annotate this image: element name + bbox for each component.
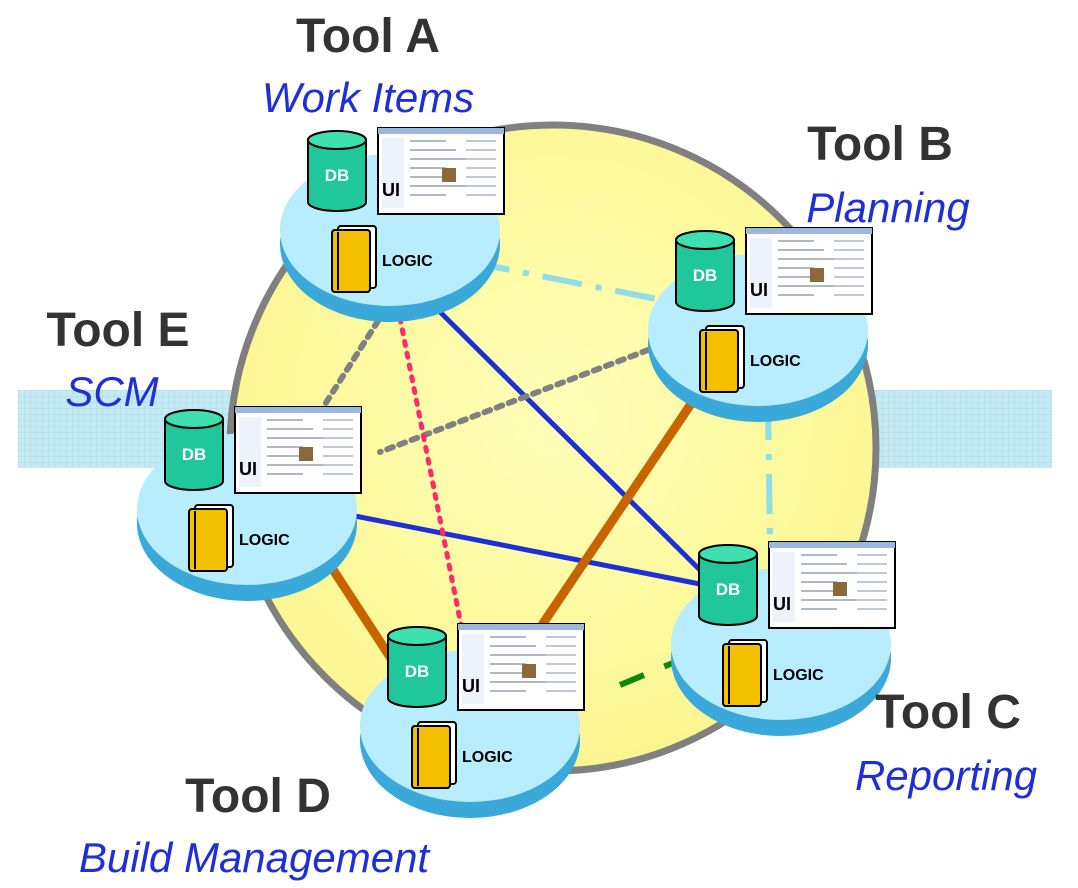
connection-b-d [511,395,699,668]
ui-label: UI [462,676,480,696]
ui-window-icon: UI [768,541,896,629]
ui-window-icon: UI [377,127,505,215]
connection-a-e [312,307,388,423]
tool-a-name: Tool A [296,10,440,63]
db-label: DB [693,266,718,285]
logic-book-icon [699,325,745,393]
tool-a-title: Tool A Work Items [262,10,474,121]
tool-d-subtitle: Build Management [79,834,432,881]
node-tool-e: DB UI LOGIC [137,406,362,601]
ui-window-icon: UI [457,623,585,711]
logic-book-icon [411,721,457,789]
tool-b-name: Tool B [807,118,953,171]
connection-a-d [397,315,469,653]
logic-label: LOGIC [750,353,801,370]
tool-e-title: Tool E SCM [46,304,189,415]
database-icon: DB [387,626,447,708]
logic-label: LOGIC [239,532,290,549]
connection-e-c [354,513,706,588]
tool-c-name: Tool C [875,686,1021,739]
ui-label: UI [773,594,791,614]
ui-label: UI [239,459,257,479]
tool-e-name: Tool E [46,304,189,357]
connection-b-c [765,399,773,549]
ui-label: UI [382,180,400,200]
tool-b-title: Tool B Planning [806,118,969,231]
tool-d-name: Tool D [185,770,331,823]
node-tool-c: DB UI LOGIC [671,541,896,736]
db-label: DB [182,445,207,464]
node-tool-b: DB UI LOGIC [648,227,873,422]
ui-window-icon: UI [234,406,362,494]
database-icon: DB [164,409,224,491]
logic-label: LOGIC [462,749,513,766]
database-icon: DB [675,230,735,312]
database-icon: DB [698,544,758,626]
node-tool-d: DB UI LOGIC [360,623,585,818]
connection-a-c [426,298,707,577]
logic-label: LOGIC [773,667,824,684]
ui-label: UI [750,280,768,300]
db-label: DB [325,166,350,185]
tool-a-subtitle: Work Items [262,74,474,121]
tool-c-subtitle: Reporting [855,752,1037,799]
tool-b-subtitle: Planning [806,184,969,231]
tool-e-subtitle: SCM [65,368,158,415]
database-icon: DB [307,130,367,212]
connection-e-d [326,562,396,663]
logic-label: LOGIC [382,253,433,270]
tool-c-title: Tool C Reporting [855,686,1037,799]
connection-a-b [469,259,663,303]
logic-book-icon [188,504,234,572]
connection-lines [312,259,773,688]
ui-window-icon: UI [745,227,873,315]
node-tool-a: DB UI LOGIC [280,127,505,322]
db-label: DB [716,580,741,599]
db-label: DB [405,662,430,681]
logic-book-icon [722,639,768,707]
connection-d-c [618,657,682,688]
tool-nodes: DB UI LOGIC DB UI LOGIC DB UI LOGIC DB UI LOGIC DB UI… [137,127,896,818]
logic-book-icon [331,225,377,293]
tool-d-title: Tool D Build Management [79,770,432,881]
